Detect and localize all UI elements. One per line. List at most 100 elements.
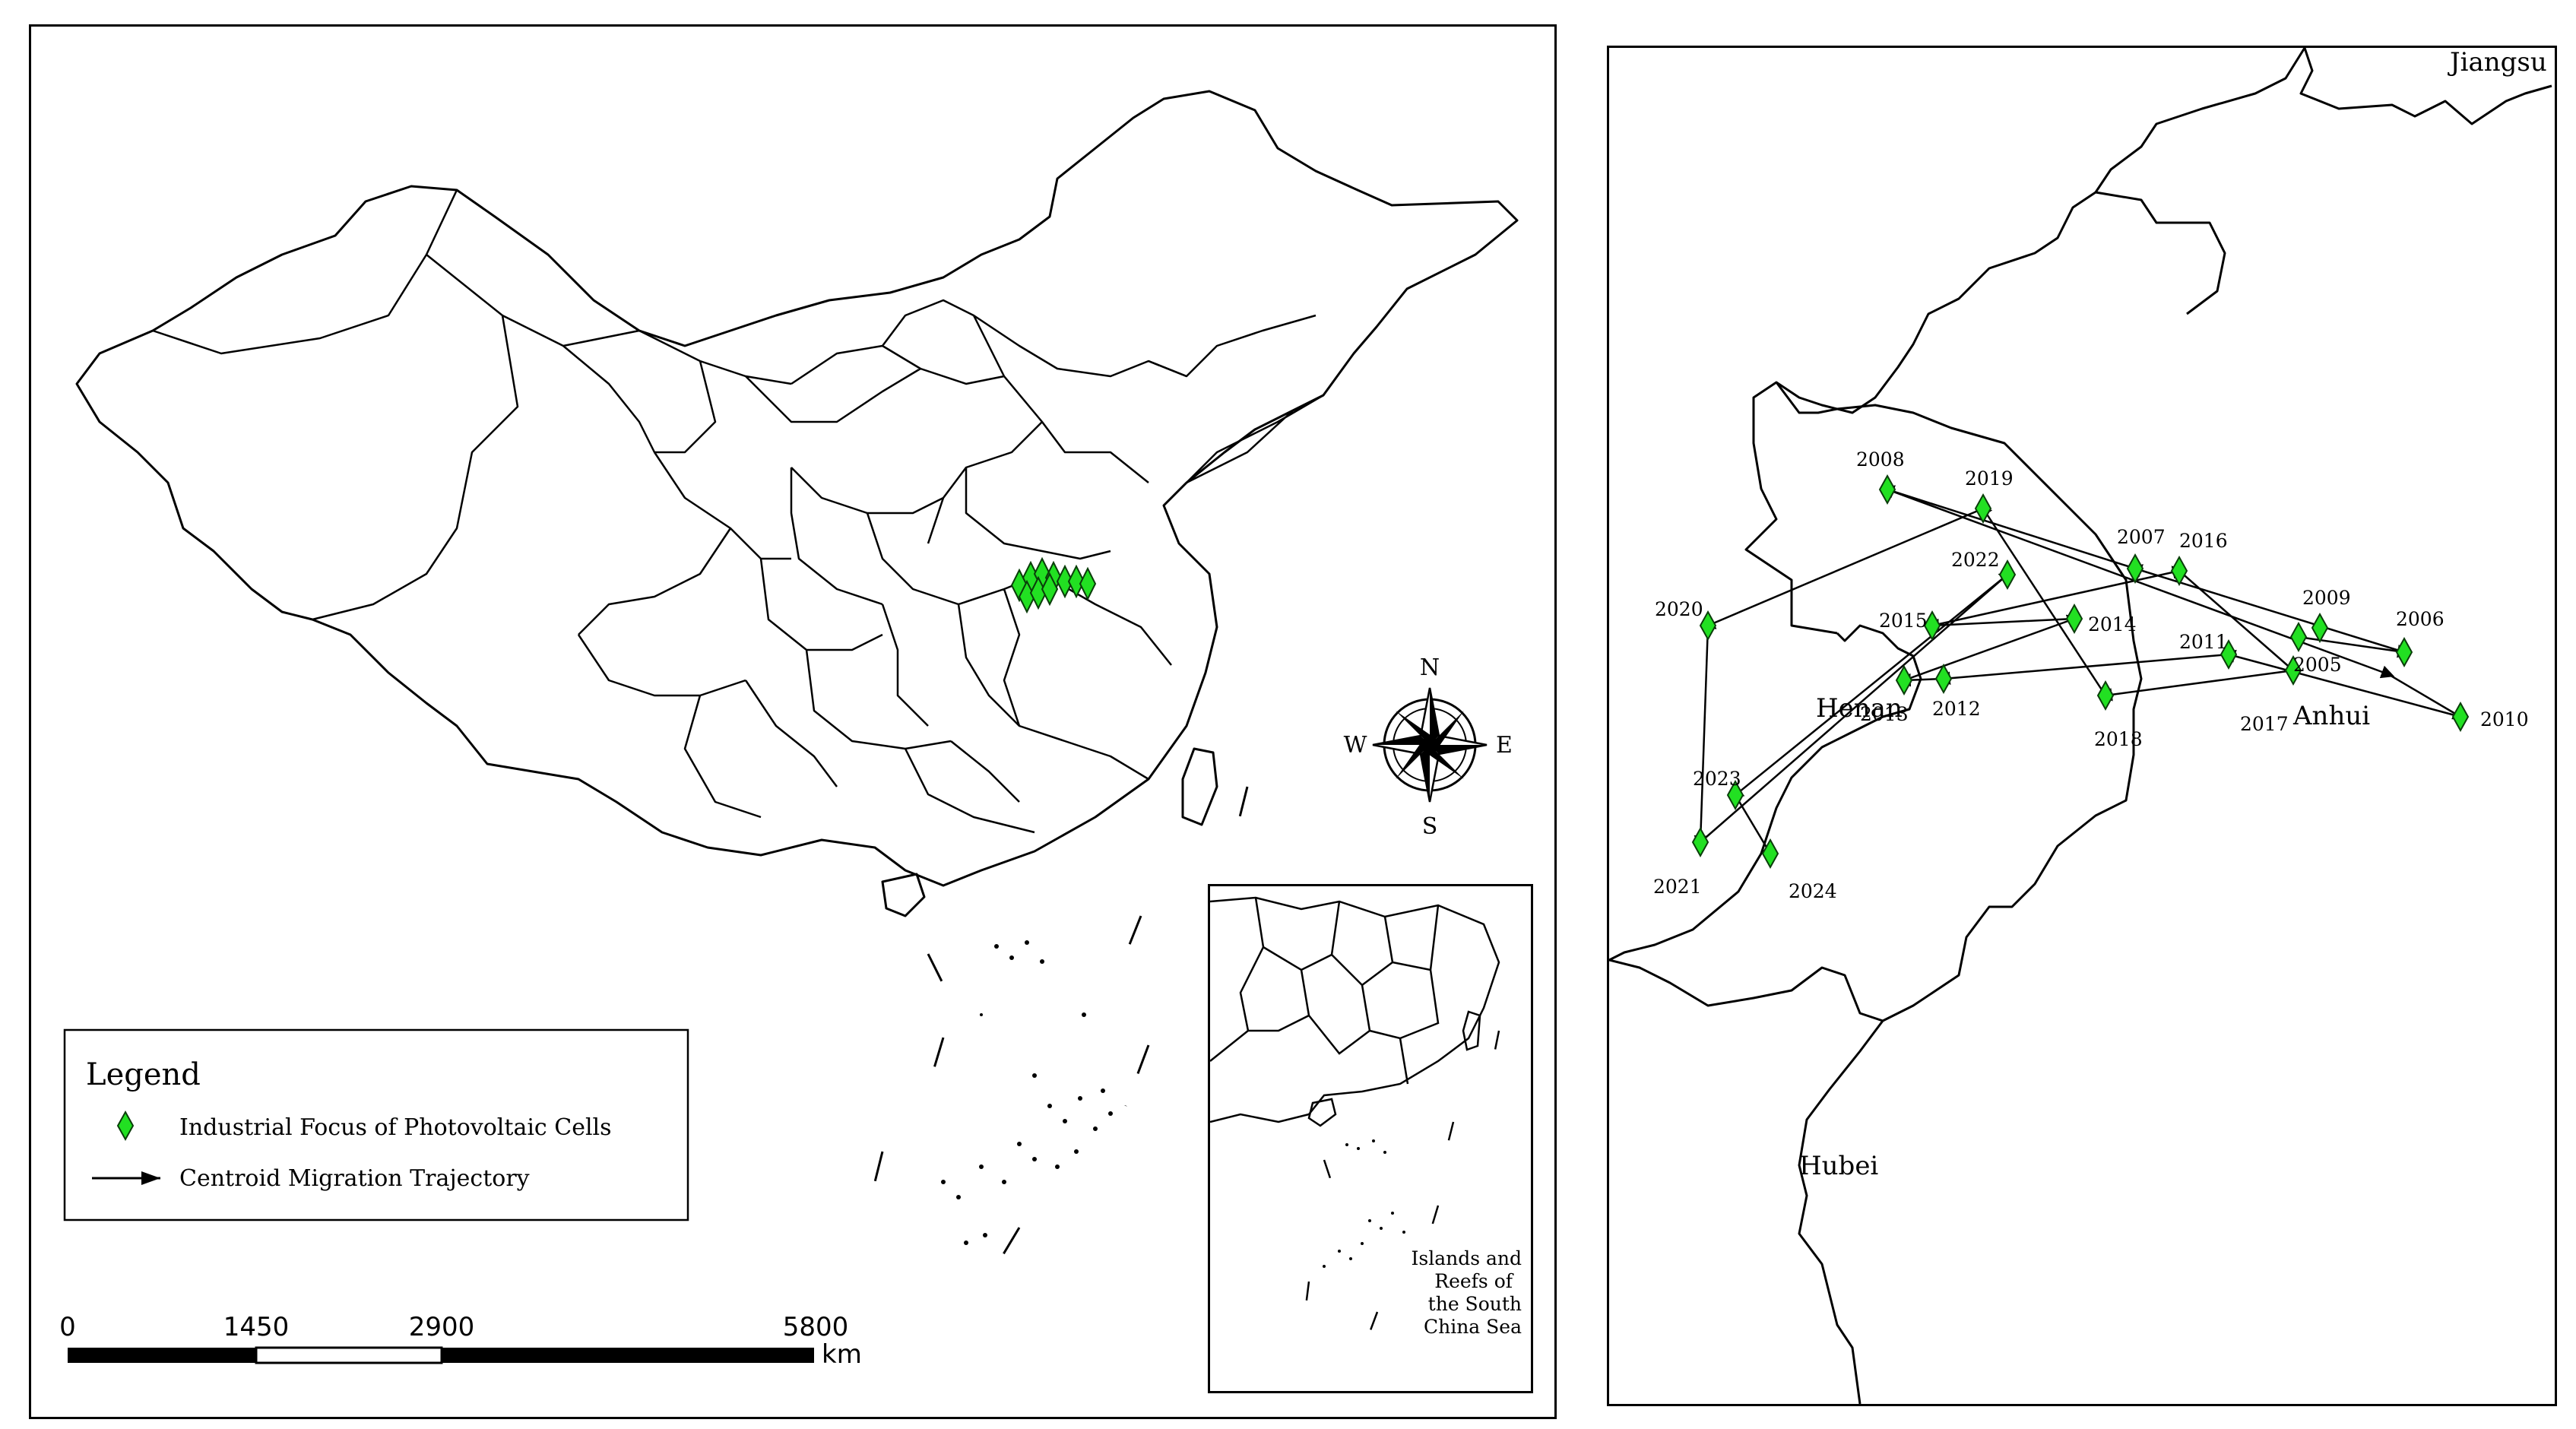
henan-outline: [1608, 624, 1922, 962]
marker-2019: [1974, 493, 1992, 524]
compass-e-label: E: [1496, 732, 1513, 759]
marker-2005: [2289, 621, 2308, 653]
maritime-boundary: [873, 786, 1249, 1266]
inset-label-line-4: China Sea: [1424, 1316, 1522, 1338]
marker-2009: [2311, 612, 2329, 644]
trajectory-segment: [1903, 614, 2081, 682]
label-2020: 2020: [1655, 598, 1703, 620]
south-china-sea-islands: [941, 940, 1113, 1245]
compass-w-label: W: [1344, 732, 1367, 759]
scale-tick-5800: 5800: [783, 1312, 849, 1342]
taiwan-island: [1181, 747, 1218, 826]
label-2009: 2009: [2302, 587, 2351, 609]
marker-2011: [2220, 638, 2238, 670]
inset-maritime-boundary: [1304, 1030, 1500, 1343]
trajectory-detail-map: 2005 2006 2007 2008 2009 2010 2011 2012 …: [1608, 47, 2552, 1405]
trajectory-segment: [1979, 502, 2107, 696]
marker-2021: [1691, 826, 1709, 858]
marker-2018: [2096, 680, 2115, 711]
marker-2016: [2170, 555, 2188, 587]
trajectory-segment: [2298, 635, 2411, 658]
marker-2006: [2395, 636, 2413, 668]
trajectory-segment: [1881, 485, 2136, 570]
scale-tick-0: 0: [59, 1312, 76, 1342]
marker-2007: [2126, 553, 2144, 585]
province-label-hubei: Hubei: [1799, 1151, 1878, 1181]
northeast-boundaries: [1148, 314, 1324, 506]
legend-item-trajectory: Centroid Migration Trajectory: [179, 1165, 530, 1192]
inset-label-line-2: Reefs of: [1434, 1270, 1513, 1292]
label-2014: 2014: [2088, 613, 2137, 635]
label-2016: 2016: [2179, 530, 2228, 552]
compass-s-label: S: [1422, 813, 1438, 840]
label-2018: 2018: [2094, 728, 2143, 750]
label-2019: 2019: [1965, 467, 2014, 490]
marker-2013: [1895, 664, 1913, 696]
marker-2017: [2284, 654, 2302, 686]
inset-label-line-1: Islands and: [1412, 1247, 1522, 1269]
marker-2024: [1761, 838, 1779, 870]
legend-title: Legend: [86, 1057, 201, 1092]
henan-anhui-boundary: [1775, 382, 2143, 1405]
hubei-boundary: [1608, 958, 1884, 1022]
legend-box: Legend Industrial Focus of Photovoltaic …: [63, 1028, 689, 1221]
legend-diamond-icon: [116, 1110, 135, 1142]
province-label-anhui: Anhui: [2292, 701, 2370, 731]
label-2008: 2008: [1856, 448, 1905, 471]
label-2010: 2010: [2480, 708, 2529, 730]
marker-2010: [2451, 701, 2470, 733]
inset-coastline: [1209, 896, 1500, 1123]
inset-hainan: [1307, 1098, 1337, 1127]
trajectory-segment: [1887, 488, 2395, 679]
marker-2023: [1726, 779, 1744, 811]
label-2024: 2024: [1789, 880, 1837, 902]
marker-2015: [1923, 610, 1941, 642]
china-overview-map: N S E W Legend Industrial Focus of Photo…: [59, 90, 1519, 1370]
label-2011: 2011: [2179, 631, 2228, 653]
province-label-henan: Henan: [1816, 693, 1903, 724]
province-boundaries: [152, 189, 1187, 834]
trajectory-segment: [2099, 669, 2294, 702]
jiangsu-henan-anhui-boundary: [1744, 47, 2552, 635]
inset-taiwan: [1462, 1010, 1481, 1051]
centroid-cluster: [1010, 556, 1097, 614]
label-2017: 2017: [2240, 713, 2289, 735]
trajectory-segment: [1734, 794, 1774, 860]
scale-unit: km: [822, 1339, 862, 1370]
inset-map: Islands and Reefs of the South China Sea: [1209, 896, 1522, 1343]
south-china-sea-inset: Islands and Reefs of the South China Sea: [1208, 884, 1533, 1393]
label-2012: 2012: [1932, 698, 1981, 720]
marker-2008: [1878, 474, 1896, 505]
label-2022: 2022: [1951, 549, 2000, 571]
marker-2020: [1699, 610, 1717, 642]
label-2005: 2005: [2293, 654, 2342, 676]
china-outline: [75, 90, 1519, 887]
trajectory-segment: [2387, 673, 2467, 721]
trajectory-detail-panel: 2005 2006 2007 2008 2009 2010 2011 2012 …: [1607, 46, 2557, 1406]
trajectory-segment: [1694, 625, 1709, 849]
centroid-diamond: [1041, 572, 1059, 607]
label-2007: 2007: [2117, 526, 2166, 548]
compass-rose: N S E W: [1344, 654, 1513, 840]
marker-2012: [1934, 663, 1953, 695]
legend-item-photovoltaic: Industrial Focus of Photovoltaic Cells: [179, 1114, 612, 1141]
trajectory-segment: [2128, 564, 2405, 654]
inset-label-line-3: the South: [1428, 1293, 1522, 1315]
trajectory-segment: [1925, 617, 2075, 632]
label-2006: 2006: [2396, 608, 2445, 630]
marker-2022: [1998, 559, 2017, 591]
centroid-diamond: [1056, 564, 1074, 599]
scale-tick-1450: 1450: [223, 1312, 290, 1342]
anhui-east-boundary: [2095, 191, 2226, 315]
label-2021: 2021: [1653, 876, 1702, 898]
trajectory-segment: [1700, 570, 2013, 843]
trajectory-segment: [2222, 649, 2461, 718]
trajectory-segment: [2178, 570, 2299, 675]
hainan-island: [881, 873, 926, 917]
centroid-diamond: [1067, 564, 1085, 599]
compass-n-label: N: [1420, 654, 1440, 681]
china-overview-panel: N S E W Legend Industrial Focus of Photo…: [29, 24, 1557, 1419]
trajectory-segment: [1701, 507, 1984, 629]
label-2015: 2015: [1879, 610, 1928, 632]
scale-tick-2900: 2900: [409, 1312, 475, 1342]
